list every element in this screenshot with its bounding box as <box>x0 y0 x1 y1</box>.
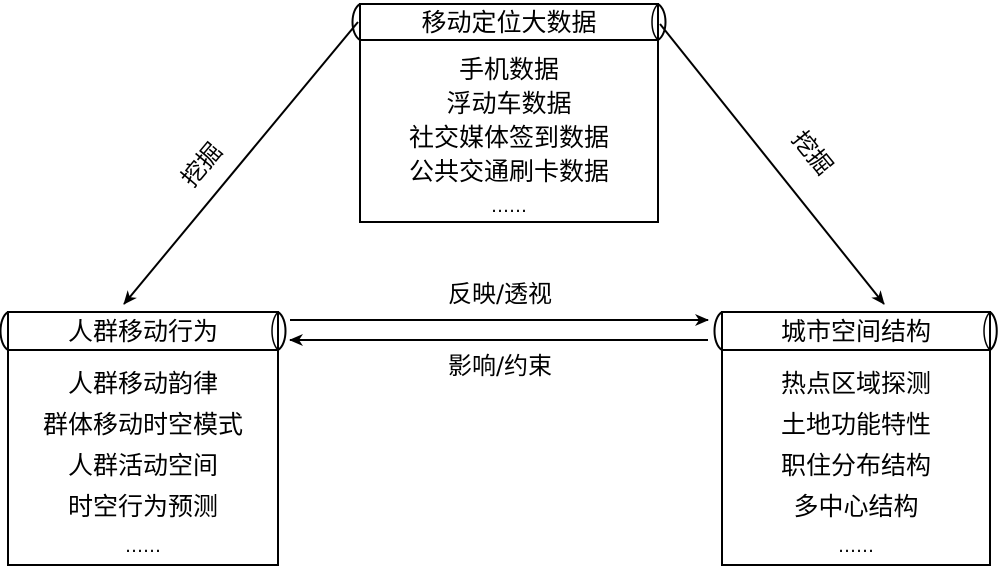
left-node-item: 人群移动韵律 <box>68 369 218 398</box>
top-node-item: 手机数据 <box>459 55 559 84</box>
left-node-item: 时空行为预测 <box>68 492 218 521</box>
reflect-label: 反映/透视 <box>448 280 552 308</box>
constrain-label: 影响/约束 <box>448 352 552 380</box>
right-node-item: 热点区域探测 <box>781 369 931 398</box>
left-node: 人群移动行为 人群移动韵律 群体移动时空模式 人群活动空间 时空行为预测 …… <box>0 311 287 566</box>
left-scroll-header <box>0 311 287 351</box>
mining-label-left: 挖掘 <box>176 137 228 192</box>
top-node-item: …… <box>491 196 527 217</box>
right-node-item: …… <box>838 536 874 557</box>
right-node-body <box>721 349 991 566</box>
left-node-item: …… <box>125 536 161 557</box>
right-node-item: 土地功能特性 <box>781 410 931 439</box>
right-node-item: 职住分布结构 <box>781 451 931 480</box>
mining-arrow-left <box>123 21 359 305</box>
top-node: 移动定位大数据 手机数据 浮动车数据 社交媒体签到数据 公共交通刷卡数据 …… <box>351 3 667 223</box>
left-node-item: 群体移动时空模式 <box>43 410 243 439</box>
top-node-item: 社交媒体签到数据 <box>409 123 609 152</box>
mining-label-right: 挖掘 <box>786 126 838 181</box>
left-node-item: 人群活动空间 <box>68 451 218 480</box>
left-node-title: 人群移动行为 <box>68 317 218 346</box>
mining-arrow-right <box>659 23 885 305</box>
top-node-item: 浮动车数据 <box>446 89 571 118</box>
right-node-item: 多中心结构 <box>793 492 918 521</box>
top-node-body <box>359 39 659 223</box>
top-node-item: 公共交通刷卡数据 <box>409 157 609 186</box>
left-node-body <box>7 349 279 566</box>
right-node: 城市空间结构 热点区域探测 土地功能特性 职住分布结构 多中心结构 …… <box>713 311 998 566</box>
right-scroll-header <box>713 311 998 351</box>
right-node-title: 城市空间结构 <box>781 317 931 346</box>
top-node-title: 移动定位大数据 <box>421 8 596 37</box>
top-scroll-header <box>351 3 667 41</box>
